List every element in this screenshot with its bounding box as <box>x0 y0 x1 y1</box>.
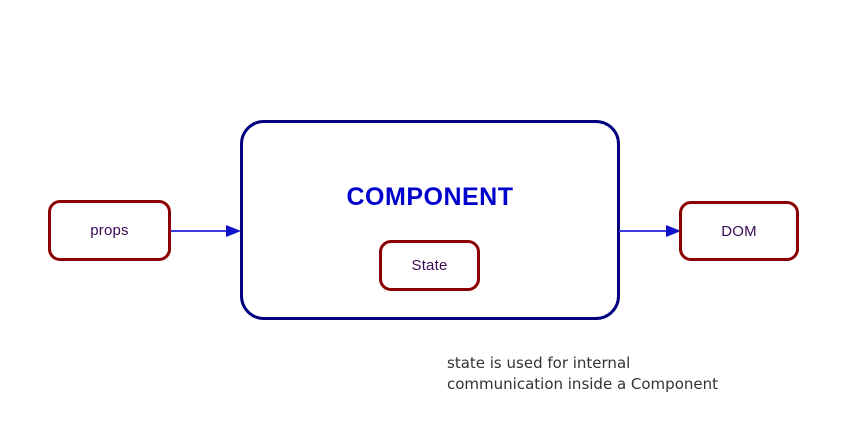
node-state: State <box>379 240 480 291</box>
node-dom: DOM <box>679 201 799 261</box>
node-props-label: props <box>90 222 129 239</box>
arrow-props-to-component <box>171 225 241 237</box>
node-component <box>240 120 620 320</box>
node-state-label: State <box>411 257 448 274</box>
node-props: props <box>48 200 171 261</box>
arrow-component-to-dom <box>619 225 681 237</box>
diagram-caption: state is used for internal communication… <box>447 354 718 393</box>
node-dom-label: DOM <box>721 222 757 240</box>
node-component-label: COMPONENT <box>346 183 514 211</box>
